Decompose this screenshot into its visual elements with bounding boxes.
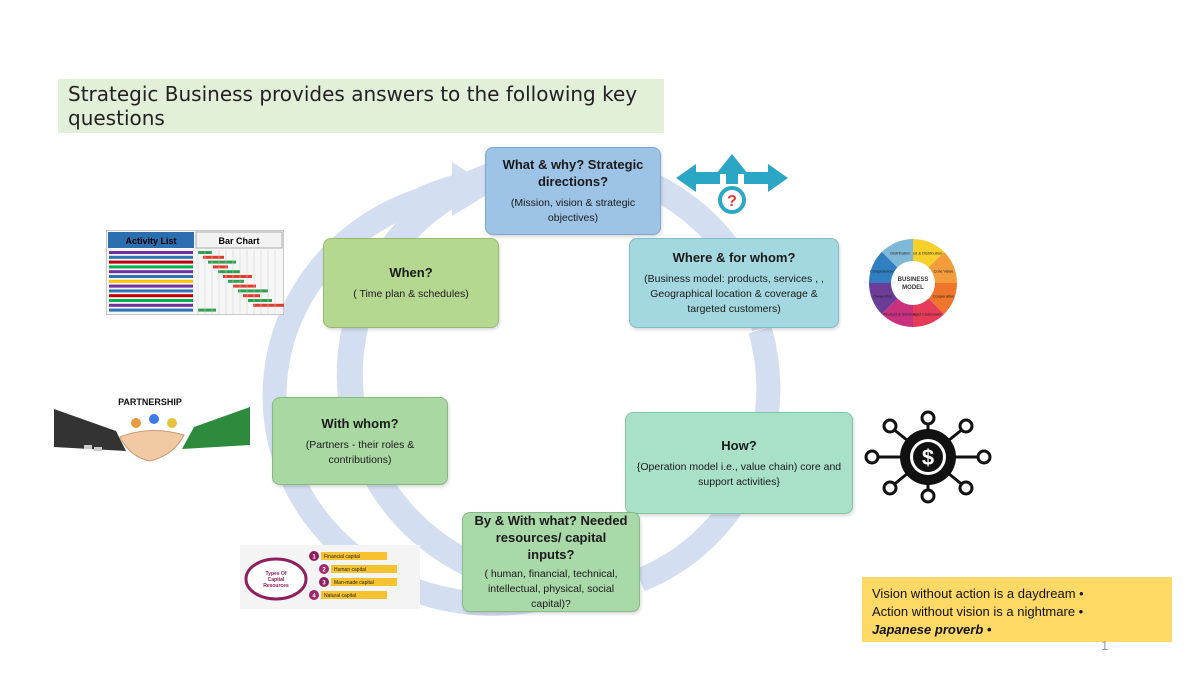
node-with-detail: (Partners - their roles & contributions) [305,438,415,466]
capital-item-label: Human capital [334,567,366,573]
capital-item-label: Financial capital [324,554,360,560]
capital-item-label: Man-made capital [334,580,374,586]
gantt-bar [238,289,268,293]
node-when-detail: ( Time plan & schedules) [353,288,469,300]
node-what-why: What & why? Strategic directions? (Missi… [485,147,661,235]
capital-items: 1 Financial capital 2 Human capital 3 Man-mad… [309,551,397,600]
gantt-row [109,270,193,274]
gantt-label-left: Activity List [125,236,176,246]
gantt-bar [228,279,244,283]
capital-item-number: 2 [322,568,326,574]
node-what-heading: What & why? Strategic directions? [502,157,644,189]
node-by-with-what: By & With what? Needed resources/ capita… [462,512,640,612]
wheel-segment-label: Product & Services [883,311,917,316]
capital-center-line1: Types Of [265,571,286,577]
capital-item-bar [321,591,387,599]
capital-item-bar [331,578,397,586]
gantt-row [109,294,193,298]
gantt-row [109,299,193,302]
capital-item-number-badge [309,551,319,561]
dollar-network-icon: $ [864,410,992,504]
capital-item-bar [331,565,397,573]
node-where-whom: Where & for whom? (Business model: produ… [629,238,839,328]
gantt-bar [233,284,256,288]
capital-item-bar [321,552,387,560]
capital-center-line3: Resources [263,583,289,589]
gantt-bar [208,260,236,264]
node-where-detail: (Business model: products, services , , … [644,273,824,315]
wheel-segment-label: Cooperation [933,294,955,299]
proverb-line1: Vision without action is a daydream • [872,586,1084,601]
node-what-detail: (Mission, vision & strategic objectives) [510,197,636,224]
proverb-line2: Action without vision is a nightmare • [872,604,1084,619]
wheel-segment-label: Competencies [870,268,896,273]
gantt-row [109,251,193,254]
node-with-whom: With whom? (Partners - their roles & con… [272,397,448,485]
capital-item-number: 1 [312,555,316,561]
gantt-label-right: Bar Chart [218,236,259,246]
capital-item-number: 3 [322,581,326,587]
capital-resources-image: Types Of Capital Resources 1 Financial ca… [240,545,420,609]
business-model-center-line1: BUSINESS [898,277,929,283]
wheel-segment-label: Core Value [934,268,954,273]
gantt-bar [253,303,284,307]
title-box: Strategic Business provides answers to t… [58,79,664,133]
capital-item-label: Natural capital [324,593,356,599]
node-with-heading: With whom? [321,415,399,431]
capital-item-number: 4 [312,594,316,600]
gantt-row [109,275,193,278]
svg-text:$: $ [922,445,934,470]
node-by-detail: ( human, financial, technical, intellect… [484,568,618,610]
gantt-bar [218,270,240,274]
gantt-bar [198,308,216,312]
node-how-detail: {Operation model i.e., value chain) core… [636,460,842,488]
gantt-chart-image: Activity List Bar Chart [106,230,284,315]
gantt-row [109,303,193,307]
page-title: Strategic Business provides answers to t… [68,82,638,130]
capital-item-number-badge [319,577,329,587]
partnership-handshake-image: PARTNERSHIP [54,397,250,462]
wheel-segment-label: Distribution [890,251,910,256]
gantt-row [109,265,193,269]
gantt-row [109,308,193,312]
wheel-segment-label: Cost & Distribution [909,251,942,256]
business-model-center-line2: MODEL [902,285,924,291]
node-by-heading: By & With what? Needed resources/ capita… [474,513,628,562]
svg-text:?: ? [727,193,737,210]
gantt-row [109,260,193,264]
node-how-heading: How? [721,437,757,453]
capital-item-number-badge [319,564,329,574]
gantt-bar [213,265,228,269]
node-when-heading: When? [389,265,433,280]
gantt-row [109,289,193,293]
node-where-heading: Where & for whom? [672,250,796,265]
capital-item-number-badge [309,590,319,600]
wheel-segment-label: Ownership [873,294,893,299]
partnership-label: PARTNERSHIP [118,397,182,407]
gantt-row [109,255,193,259]
node-when: When? ( Time plan & schedules) [323,238,499,328]
direction-arrows-icon: ? [676,154,788,214]
page-number: 1 [1101,638,1109,653]
capital-center-line2: Capital [268,577,285,583]
gantt-bar [248,299,272,302]
proverb-box: Vision without action is a daydream • Ac… [862,577,1172,642]
gantt-rows [109,250,284,314]
wheel-segment-label: Target Customers [910,311,942,316]
gantt-bar [223,275,252,278]
gantt-bar [243,294,260,298]
gantt-bar [203,255,224,259]
gantt-row [109,279,193,283]
gantt-row [109,284,193,288]
proverb-source: Japanese proverb • [872,622,992,637]
node-how: How? {Operation model i.e., value chain)… [625,412,853,514]
